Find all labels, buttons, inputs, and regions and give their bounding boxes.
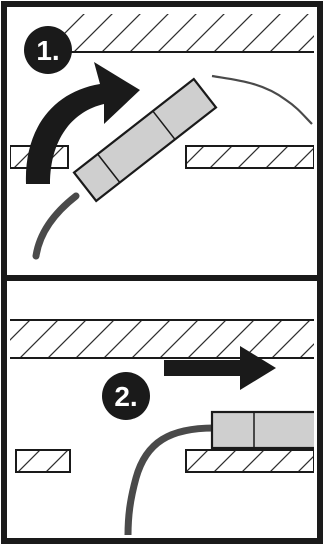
upper-wall-2 [10,319,314,359]
step-2-panel [10,319,314,535]
sensor-cable [124,424,218,535]
sensor-device [210,410,314,450]
curved-arrow-icon [25,62,140,184]
right-arrow-icon [164,346,276,390]
sensor-device-tilted [72,77,218,203]
left-mount-block-2 [15,449,71,473]
step-2-badge: 2. [102,372,150,420]
step-1-badge: 1. [24,26,72,74]
right-mount-block [185,145,314,169]
step-1-number: 1. [36,35,59,66]
right-mount-block-2 [185,449,314,473]
sensor-cable-bottom [32,192,80,260]
step-2-number: 2. [114,381,137,412]
step-1-panel [10,14,314,260]
sensor-cable-top [211,74,313,125]
upper-wall [60,14,314,53]
